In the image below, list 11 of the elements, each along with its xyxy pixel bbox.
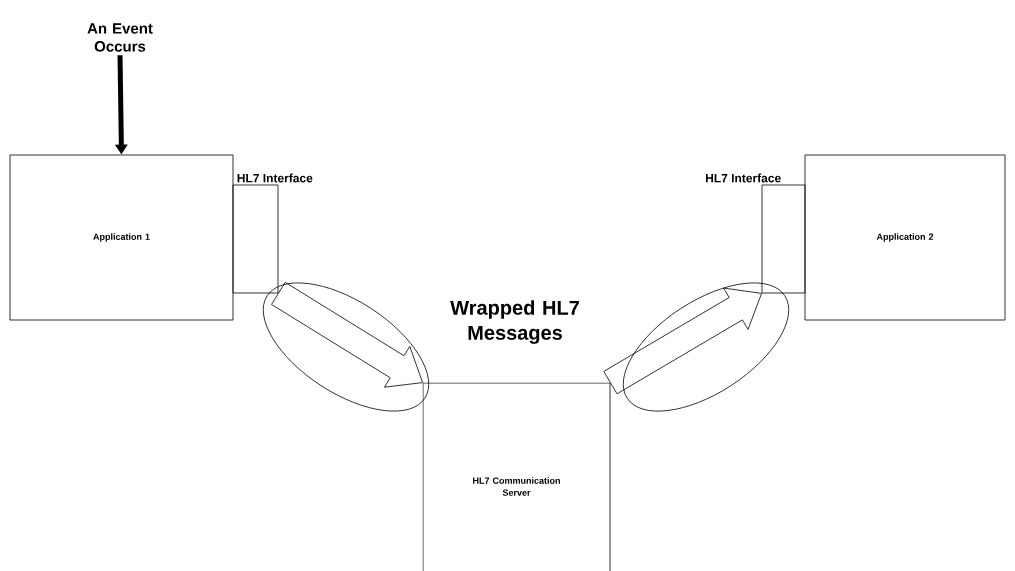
server-box: HL7 Communication Server <box>422 382 611 571</box>
node-label: HL7 Interface <box>705 173 781 183</box>
event-label: An Event Occurs <box>87 23 153 52</box>
application-box: Application 2 <box>804 154 1006 321</box>
application-box: Application 1 <box>9 154 234 321</box>
interface-box: HL7 Interface <box>706 173 806 294</box>
heading-label: Wrapped HL7 Messages <box>450 300 579 344</box>
interface-box: HL7 Interface <box>232 173 313 294</box>
node-label: HL7 Interface <box>237 173 313 183</box>
block-arrow <box>271 281 423 388</box>
block-arrow <box>603 287 762 395</box>
